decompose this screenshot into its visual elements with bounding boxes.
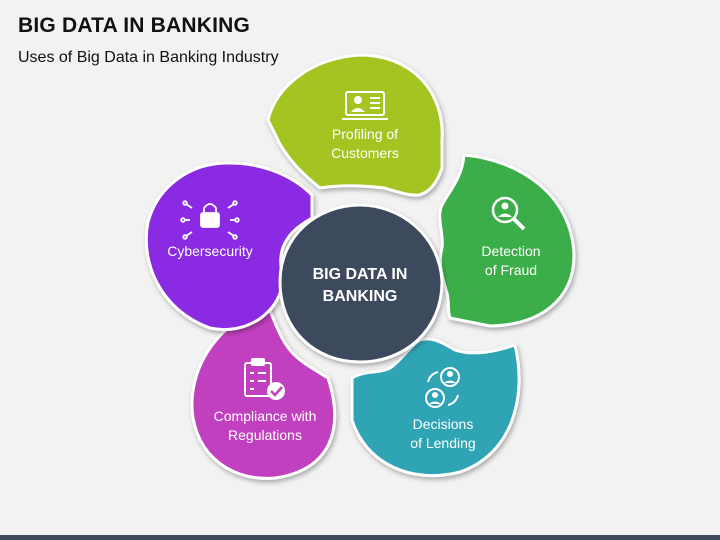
center-hub: BIG DATA IN BANKING: [278, 203, 444, 364]
segment-label: Compliance with: [214, 408, 317, 424]
padlock-circuit-icon: [180, 200, 240, 240]
center-title-line1: BIG DATA IN: [313, 266, 408, 283]
segment-label: Decisions: [413, 416, 474, 432]
segment-label: Cybersecurity: [167, 243, 253, 259]
page-title: BIG DATA IN BANKING: [18, 14, 251, 37]
center-title-line2: BANKING: [323, 288, 398, 305]
segment-label: Profiling of: [332, 126, 398, 142]
segment-profiling[interactable]: Profiling of Customers: [266, 53, 444, 197]
segment-label: of Lending: [410, 435, 475, 451]
footer-bar: [0, 535, 720, 540]
segment-lending[interactable]: Decisions of Lending: [350, 337, 521, 478]
magnifier-person-icon: [491, 196, 526, 231]
segment-label: Detection: [481, 243, 540, 259]
segment-compliance[interactable]: Compliance with Regulations: [190, 304, 337, 480]
segment-fraud[interactable]: Detection of Fraud: [438, 153, 576, 328]
segment-label: of Fraud: [485, 262, 537, 278]
page-subtitle: Uses of Big Data in Banking Industry: [18, 49, 279, 66]
segment-label: Regulations: [228, 427, 302, 443]
users-exchange-icon: [425, 367, 460, 408]
segment-cybersecurity[interactable]: Cybersecurity: [144, 161, 314, 332]
checklist-icon: [244, 358, 285, 400]
segment-label: Customers: [331, 145, 399, 161]
customer-profile-icon: [342, 91, 388, 120]
